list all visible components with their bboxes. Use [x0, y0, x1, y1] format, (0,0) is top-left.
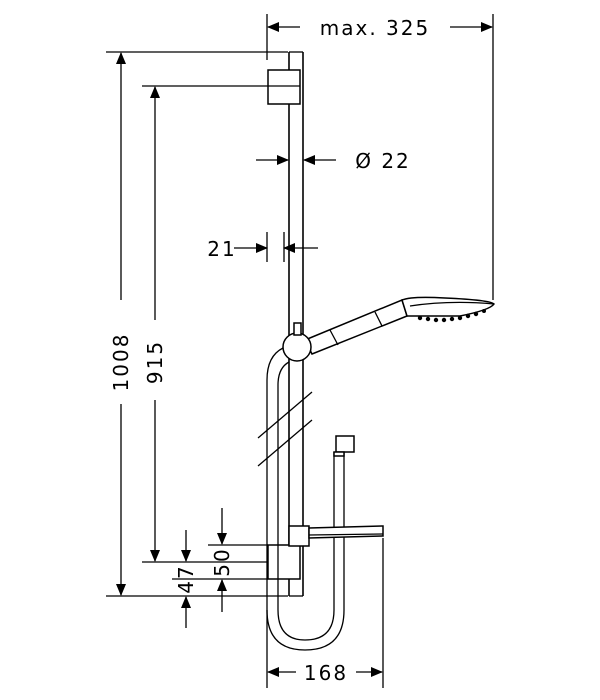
dimension-max-325: max. 325	[266, 14, 494, 300]
bottom-wall-bracket	[267, 544, 301, 580]
label-50: 50	[210, 547, 234, 576]
dimension-168: 168	[266, 538, 384, 688]
label-max-325: max. 325	[320, 16, 430, 40]
dimension-21: 21	[207, 232, 318, 262]
label-21: 21	[207, 237, 236, 261]
label-47: 47	[174, 564, 198, 593]
rail	[257, 51, 313, 597]
dimension-1008: 1008	[106, 51, 288, 597]
shower-hose	[266, 347, 355, 651]
dimension-915: 915	[142, 85, 268, 563]
label-168: 168	[304, 661, 348, 685]
label-915: 915	[143, 340, 167, 384]
label-diameter-22: Ø 22	[355, 149, 411, 173]
spray-nozzles	[417, 309, 486, 323]
dimension-50: 50	[208, 508, 268, 612]
top-wall-bracket	[267, 69, 301, 105]
label-1008: 1008	[109, 333, 133, 392]
slider-and-handshower	[282, 296, 495, 362]
soap-shelf	[288, 525, 384, 547]
dimension-diameter-22: Ø 22	[256, 149, 411, 173]
